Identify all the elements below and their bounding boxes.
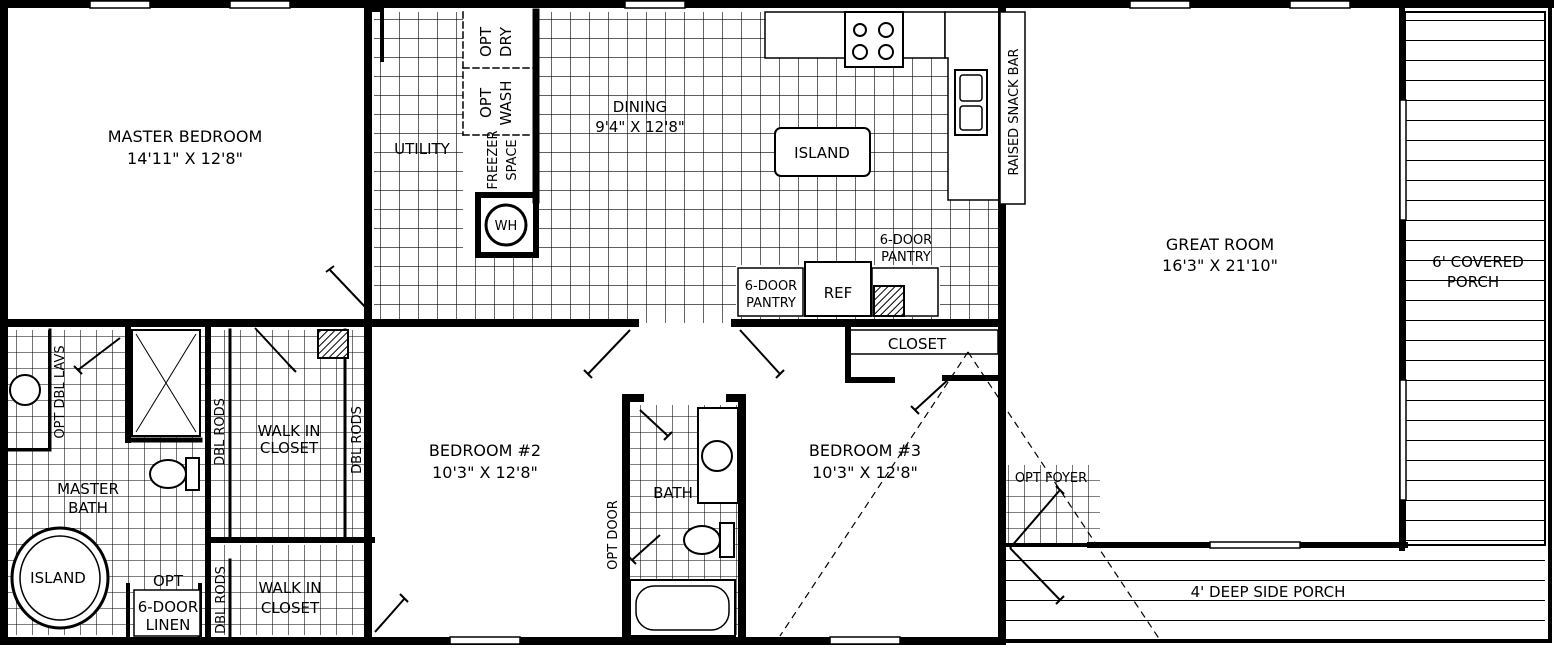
kitchen-island-label: ISLAND [794,144,850,162]
opt-wash-line2: WASH [497,80,515,125]
pantry-right-line2: PANTRY [881,250,931,265]
opt-door-label: OPT DOOR [606,500,621,570]
refrigerator-label: REF [824,284,853,302]
bedroom2-size: 10'3" X 12'8" [432,463,538,482]
walk-in-closet-2-name2: CLOSET [261,599,320,617]
bath-name: BATH [653,484,693,502]
windows [89,0,1407,645]
freezer-space-line2: SPACE [505,139,520,180]
master-bath-name1: MASTER [57,480,119,498]
freezer-space-line1: FREEZER [486,130,501,189]
opt-foyer-name: OPT FOYER [1015,471,1087,486]
dbl-rods-2-label: DBL RODS [350,406,365,474]
opt-wash-line1: OPT [477,87,495,118]
dbl-rods-3-label: DBL RODS [214,566,229,634]
utility-name: UTILITY [394,140,451,158]
dbl-rods-1-label: DBL RODS [213,398,228,466]
fixture-labels: OPT DRY OPT WASH FREEZER SPACE WH ISLAND… [30,26,1022,634]
walk-in-closet-1-name2: CLOSET [260,439,319,457]
pantry-left-line1: 6-DOOR [745,279,797,294]
porches [1005,11,1546,636]
fixtures [9,11,1026,637]
tub-island-label: ISLAND [30,569,86,587]
bedroom3-size: 10'3" X 12'8" [812,463,918,482]
walk-in-closet-1-name1: WALK IN [258,422,321,440]
linen-line2: LINEN [146,616,191,634]
dining-size: 9'4" X 12'8" [595,118,685,136]
dining-name: DINING [613,98,667,116]
door-arcs [779,351,1161,641]
master-bedroom-size: 14'11" X 12'8" [127,149,243,168]
covered-porch-name1: 6' COVERED [1432,253,1524,271]
walk-in-closet-2-name1: WALK IN [259,579,322,597]
side-porch-name: 4' DEEP SIDE PORCH [1191,583,1346,601]
raised-snack-bar-label: RAISED SNACK BAR [1007,48,1022,175]
covered-porch-name2: PORCH [1447,273,1499,291]
water-heater-label: WH [495,219,518,234]
master-bedroom-name: MASTER BEDROOM [108,127,263,146]
opt-linen-label: OPT [153,572,184,590]
pantry-left-line2: PANTRY [746,296,796,311]
opt-dry-line2: DRY [497,26,515,57]
opt-dry-line1: OPT [477,26,495,57]
great-room-size: 16'3" X 21'10" [1162,256,1278,275]
bedroom3-name: BEDROOM #3 [809,441,921,460]
bedroom2-name: BEDROOM #2 [429,441,541,460]
opt-dbl-lavs-label: OPT DBL LAVS [53,345,68,438]
closet-name: CLOSET [888,335,947,353]
room-labels: MASTER BEDROOM 14'11" X 12'8" UTILITY DI… [57,98,1524,617]
doors [73,265,1065,633]
pantry-right-line1: 6-DOOR [880,233,932,248]
master-bath-name2: BATH [68,499,108,517]
great-room-name: GREAT ROOM [1166,235,1274,254]
linen-line1: 6-DOOR [138,598,199,616]
